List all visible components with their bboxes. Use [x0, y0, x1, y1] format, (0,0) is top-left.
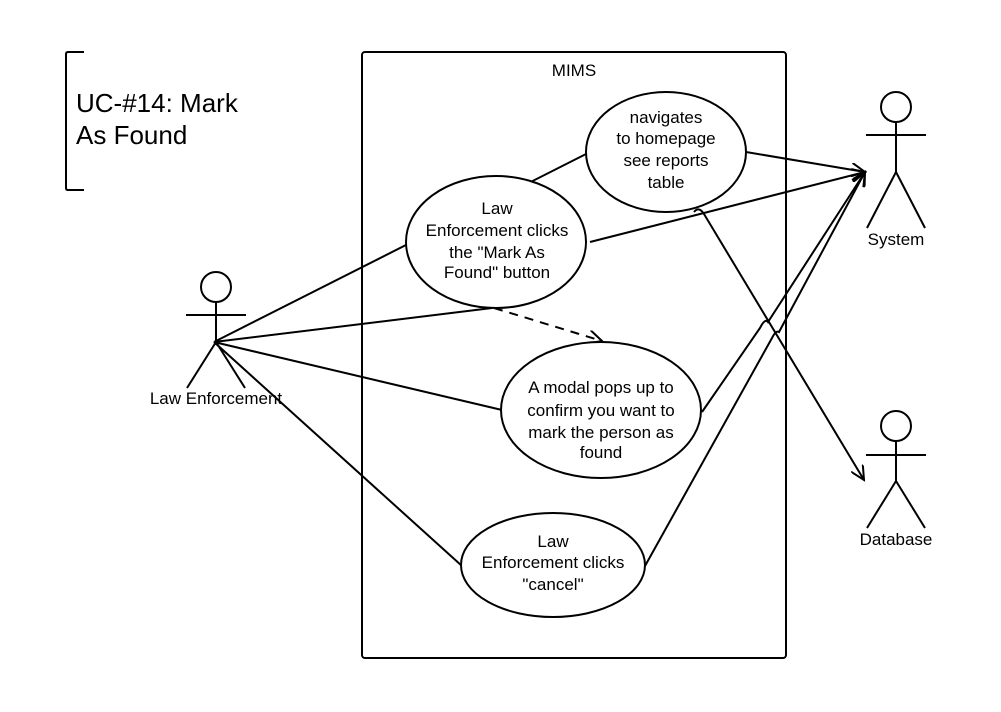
actor-system-label: System	[868, 230, 925, 249]
title-line-2: As Found	[76, 120, 187, 150]
usecase-mark-found-line3: the "Mark As	[449, 243, 545, 262]
title-line-1: UC-#14: Mark	[76, 88, 239, 118]
usecase-cancel-line1: Law	[537, 532, 569, 551]
usecase-mark-found-line1: Law	[481, 199, 513, 218]
actor-law-enforcement-label: Law Enforcement	[150, 389, 283, 408]
usecase-modal-line2: confirm you want to	[527, 401, 674, 420]
edge-markfound-system	[589, 172, 865, 243]
edge-le-modal	[213, 341, 503, 411]
boundary-label: MIMS	[552, 61, 596, 80]
title-bracket	[65, 51, 84, 191]
actor-system-figure	[866, 91, 926, 229]
usecase-modal-line4: found	[580, 443, 623, 462]
edge-navigate-system	[745, 151, 865, 172]
usecase-cancel: Law Enforcement clicks "cancel"	[460, 512, 646, 618]
system-boundary	[361, 51, 787, 659]
usecase-mark-found-line4: Found" button	[444, 263, 550, 282]
usecase-navigate: navigates to homepage see reports table	[585, 91, 747, 213]
actor-database-label: Database	[860, 530, 933, 549]
usecase-navigate-line3: see reports	[623, 151, 708, 170]
usecase-modal-line1: A modal pops up to	[528, 378, 674, 397]
usecase-navigate-line4: table	[648, 173, 685, 192]
edge-navigate-database	[693, 208, 864, 480]
edge-le-markfound	[213, 307, 493, 343]
actor-law-enforcement-figure	[186, 271, 246, 389]
edge-markfound-modal-dashed	[493, 307, 602, 341]
usecase-cancel-line2: Enforcement clicks	[482, 553, 625, 572]
usecase-modal: A modal pops up to confirm you want to m…	[500, 341, 702, 479]
actor-database-figure	[866, 410, 926, 529]
usecase-navigate-line1: navigates	[630, 108, 703, 127]
usecase-modal-line3: mark the person as	[528, 423, 674, 442]
usecase-navigate-line2: to homepage	[616, 129, 715, 148]
edge-le-cancel	[213, 341, 463, 567]
usecase-mark-found-line2: Enforcement clicks	[426, 221, 569, 240]
usecase-cancel-line3: "cancel"	[522, 575, 583, 594]
usecase-mark-found: Law Enforcement clicks the "Mark As Foun…	[405, 175, 587, 309]
